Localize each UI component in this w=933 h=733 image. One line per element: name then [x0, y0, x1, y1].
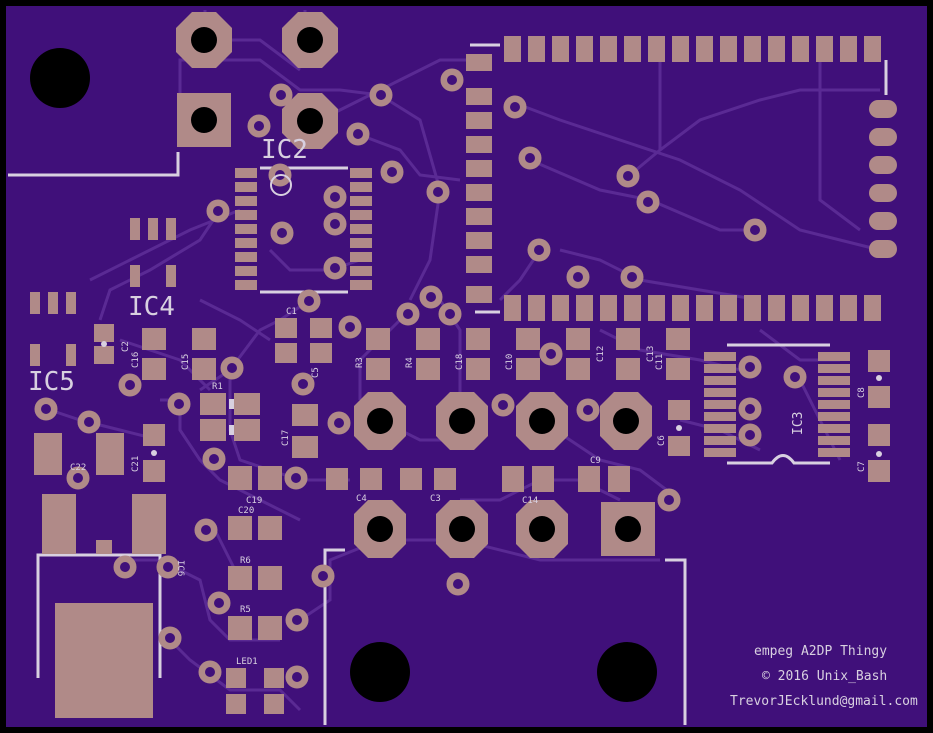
label-led1: LED1	[236, 657, 258, 667]
through-hole-drills	[191, 27, 641, 542]
label-c8: C8	[857, 387, 867, 398]
credit-copyright: © 2016 Unix_Bash	[762, 669, 887, 684]
label-c14: C14	[522, 496, 538, 506]
bt-module-top-pads	[504, 36, 881, 62]
ic4-ic5-pads	[30, 218, 176, 366]
label-ic2: IC2	[261, 135, 308, 165]
ic2-pads	[235, 168, 372, 290]
label-c10: C10	[505, 354, 515, 370]
bt-module-bottom-pads	[504, 295, 881, 321]
label-c15: C15	[181, 354, 191, 370]
label-c5: C5	[311, 367, 321, 378]
mounting-holes	[30, 48, 657, 702]
polarity-dots	[101, 341, 882, 457]
label-ic5: IC5	[28, 367, 75, 397]
mounting-hole	[30, 48, 90, 108]
label-c21: C21	[131, 456, 141, 472]
label-c18: C18	[455, 354, 465, 370]
label-c9: C9	[590, 456, 601, 466]
credit-title: empeg A2DP Thingy	[754, 644, 887, 659]
passive-pads	[34, 318, 890, 718]
ic3-pads	[704, 352, 850, 457]
label-c2: C2	[121, 341, 131, 352]
label-r4: R4	[405, 357, 415, 368]
label-ic4: IC4	[128, 292, 175, 322]
label-c17: C17	[281, 430, 291, 446]
mounting-hole	[597, 642, 657, 702]
label-c12: C12	[596, 346, 606, 362]
label-c22: C22	[70, 463, 86, 473]
label-ic6: IC6	[175, 560, 185, 576]
label-c13: C13	[646, 346, 656, 362]
label-ic3: IC3	[791, 412, 806, 435]
mounting-hole	[350, 642, 410, 702]
edge-oval-pads	[869, 100, 897, 258]
label-c6: C6	[657, 435, 667, 446]
label-c1: C1	[286, 307, 297, 317]
via-drills	[41, 75, 800, 682]
label-c19: C19	[246, 496, 262, 506]
label-r5: R5	[240, 605, 251, 615]
label-c20: C20	[238, 506, 254, 516]
label-c16: C16	[131, 352, 141, 368]
silkscreen-outlines	[8, 43, 888, 725]
ic2-pin1-marker	[270, 174, 292, 196]
label-r3: R3	[355, 357, 365, 368]
label-c7: C7	[857, 461, 867, 472]
label-r1: R1	[212, 382, 223, 392]
label-c4: C4	[356, 494, 367, 504]
credit-email: TrevorJEcklund@gmail.com	[730, 694, 918, 709]
label-c11: C11	[655, 354, 665, 370]
bt-module-left-pads	[466, 54, 492, 303]
label-c3: C3	[430, 494, 441, 504]
label-r6: R6	[240, 556, 251, 566]
